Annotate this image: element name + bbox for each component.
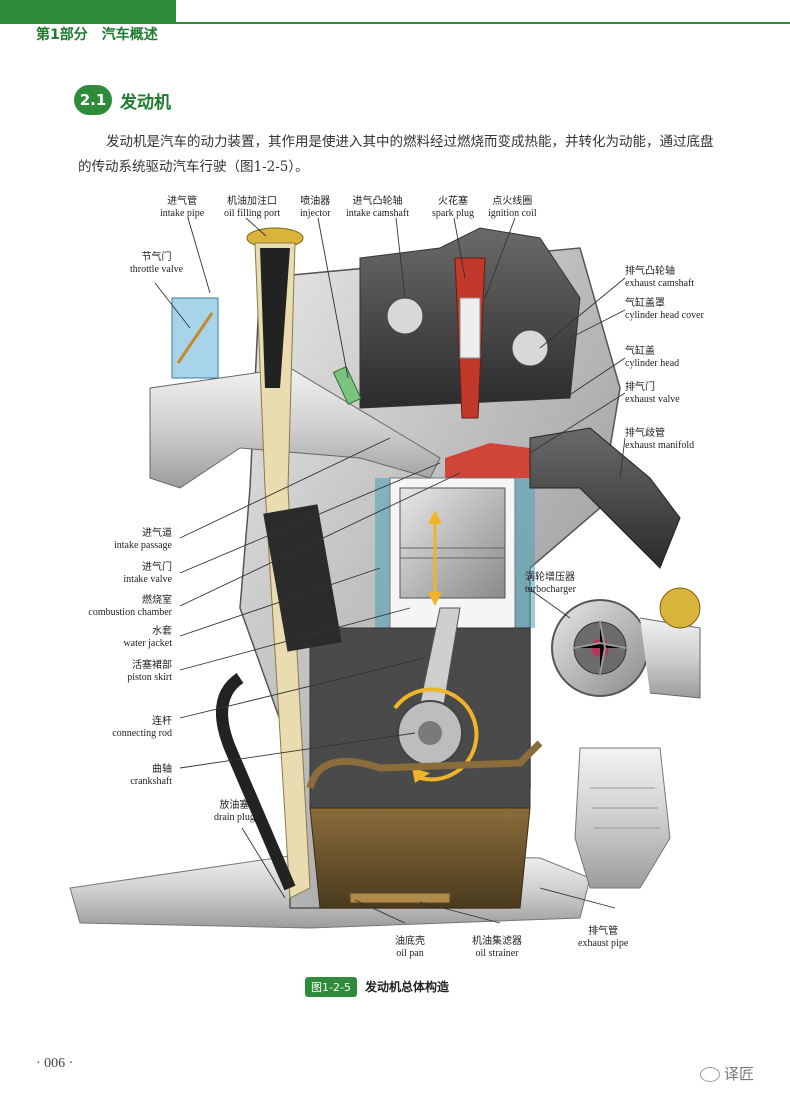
intake-camshaft-shape (386, 297, 424, 335)
oil-pipe-shape (306, 740, 543, 790)
part-name: 汽车概述 (101, 27, 158, 43)
section-title: 发动机 (120, 93, 171, 113)
engine-cutaway-figure (69, 217, 701, 929)
intake-manifold-shape (149, 367, 441, 489)
exhaust-camshaft-shape (511, 329, 549, 367)
paragraph-text: 发动机是汽车的动力装置，其作用是使进入其中的燃料经过燃烧而变成热能，并转化为动能… (78, 134, 714, 175)
piston-shape (399, 487, 506, 599)
watermark-text: 译匠 (724, 1065, 755, 1083)
page-number: · 006 · (36, 1056, 74, 1071)
wechat-icon (700, 1067, 720, 1082)
wastegate-actuator-shape (659, 587, 701, 629)
figure-caption: 图1-2-5 发动机总体构造 (305, 976, 449, 997)
watermark: 译匠 (700, 1063, 754, 1084)
hose-shape (216, 673, 296, 891)
header-bar (0, 0, 176, 22)
body-paragraph: 发动机是汽车的动力装置，其作用是使进入其中的燃料经过燃烧而变成热能，并转化为动能… (78, 130, 718, 180)
oil-pan-shape (309, 807, 531, 909)
crank-rotation-arrow (393, 687, 479, 782)
exhaust-manifold-shape (529, 427, 681, 569)
header-rule (0, 22, 790, 24)
side-cover-shape (263, 504, 342, 652)
section-number: 2.1 (74, 85, 112, 115)
part-label: 第1部分 (36, 27, 88, 43)
part-title: 第1部分汽车概述 (36, 24, 158, 44)
combustion-chamber-shape (445, 443, 530, 478)
caption-number: 图1-2-5 (305, 976, 357, 997)
caption-text: 发动机总体构造 (364, 980, 449, 994)
injector-shape (332, 365, 362, 405)
oil-strainer-shape (349, 892, 451, 904)
catalytic-converter-shape (574, 747, 671, 889)
